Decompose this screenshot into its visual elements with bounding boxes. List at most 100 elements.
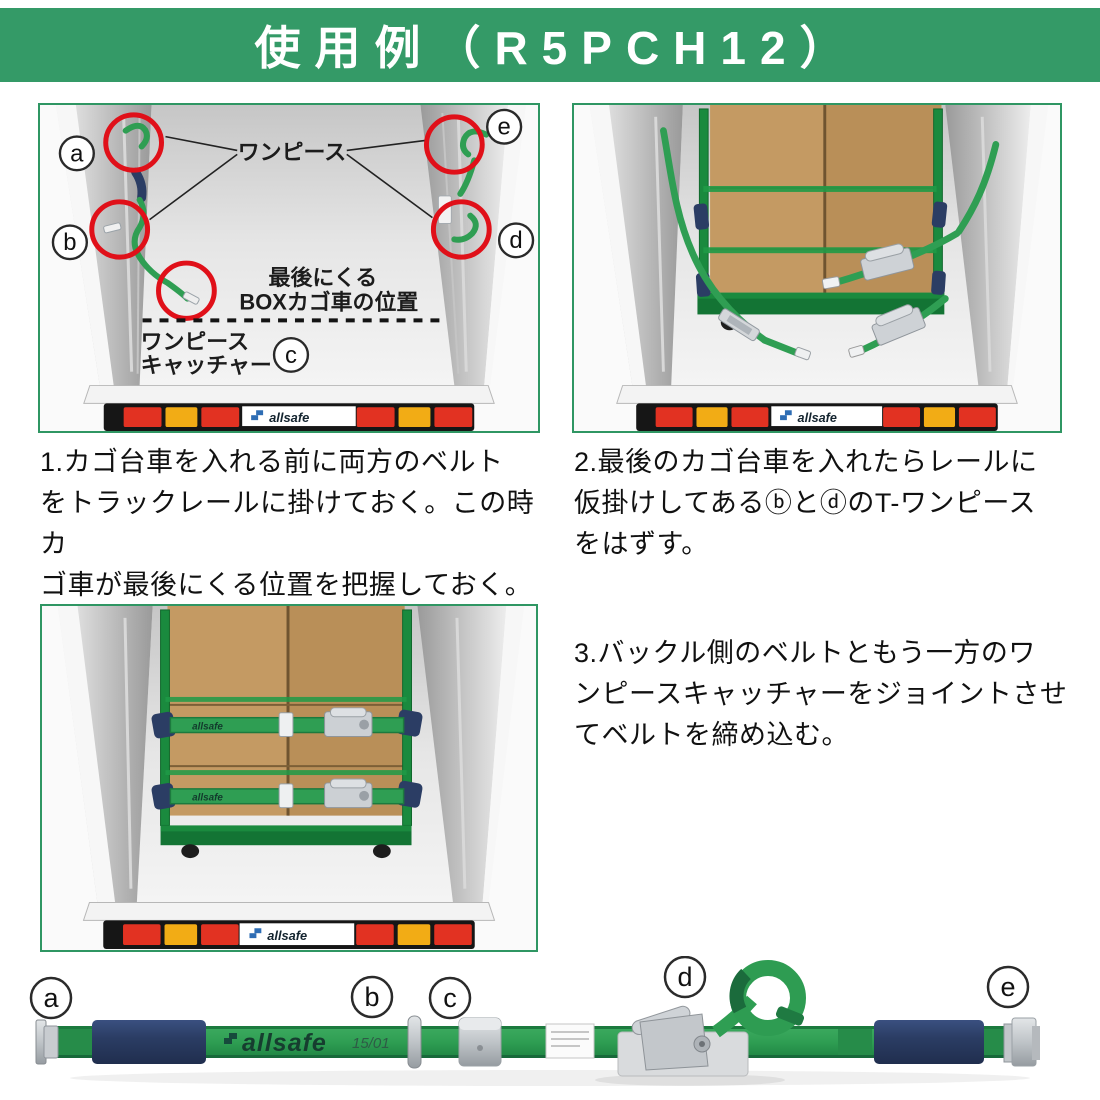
onepiece-label: ワンピース bbox=[238, 139, 346, 164]
svg-text:b: b bbox=[63, 229, 76, 256]
tightened-belt-upper: allsafe bbox=[151, 707, 423, 739]
cage-cart bbox=[693, 105, 948, 331]
catcher-line2: キャッチャー bbox=[141, 353, 272, 378]
belt-tpiece bbox=[278, 712, 294, 737]
point-label-a: a bbox=[58, 135, 95, 172]
caster-wheel-left bbox=[181, 844, 200, 859]
point-labels: a b c e d bbox=[51, 108, 535, 373]
sleeve-right bbox=[874, 1020, 984, 1064]
belt-ratchet bbox=[324, 707, 373, 737]
point-label-d: d bbox=[497, 222, 535, 259]
strap-illustration: allsafe 15/01 bbox=[29, 956, 1040, 1086]
belt-d bbox=[451, 212, 479, 243]
coiled-belt bbox=[729, 960, 806, 1036]
allsafe-logo-text: allsafe bbox=[269, 410, 309, 425]
right-belt-ratchet bbox=[860, 243, 915, 281]
right-belt-upper bbox=[955, 141, 1000, 235]
bumper-logo-plate: allsafe bbox=[239, 923, 355, 946]
caster-wheel-right bbox=[372, 844, 391, 859]
bumper-logo-plate: allsafe bbox=[771, 406, 883, 427]
truck-body: allsafe bbox=[55, 105, 527, 431]
sleeve-left bbox=[92, 1020, 206, 1064]
tail-lights-left bbox=[123, 407, 240, 428]
strap-label-b: b bbox=[350, 975, 394, 1019]
strap-label-a: a bbox=[29, 976, 73, 1020]
red-circle-b bbox=[89, 199, 151, 260]
step3-text: 3.バックル側のベルトともう一方のワ ンピースキャッチャーをジョイントさせ てベ… bbox=[574, 638, 1068, 750]
step1-text: 1.カゴ台車を入れる前に両方のベルト をトラックレールに掛けておく。この時カ ゴ… bbox=[40, 447, 535, 600]
cage-rail-lower bbox=[165, 770, 407, 776]
ratchet-body bbox=[639, 1013, 709, 1071]
belt-ratchet bbox=[324, 778, 373, 809]
red-callout-circles bbox=[89, 112, 492, 321]
belt-b-tpiece bbox=[103, 222, 122, 234]
truck-illustration-3: allsafe all bbox=[42, 606, 536, 950]
webbing-print: allsafe 15/01 bbox=[224, 1029, 390, 1057]
strap-label-d: d bbox=[663, 956, 707, 999]
svg-text:b: b bbox=[364, 982, 379, 1012]
svg-text:d: d bbox=[677, 962, 692, 992]
truck-floor bbox=[139, 105, 471, 386]
right-belt-hook bbox=[848, 344, 865, 358]
tail-lights-right bbox=[356, 924, 472, 946]
left-wall-rail bbox=[122, 116, 134, 372]
corner-pad-left bbox=[151, 711, 176, 739]
point-label-b: b bbox=[51, 224, 89, 261]
tailgate-edge bbox=[83, 385, 495, 404]
belt-a bbox=[122, 122, 150, 150]
strap-point-labels: a b c d e bbox=[29, 956, 1030, 1020]
info-label-tag bbox=[545, 1023, 595, 1059]
end-fitting-a bbox=[35, 1019, 59, 1065]
point-label-c: c bbox=[272, 336, 310, 373]
cage-rail-upper bbox=[165, 696, 407, 702]
strap-label-e: e bbox=[986, 965, 1030, 1009]
point-label-e: e bbox=[486, 108, 523, 145]
coil-end-tip bbox=[775, 1006, 805, 1026]
right-wall-rail bbox=[456, 116, 468, 372]
belt-print: allsafe bbox=[192, 793, 223, 804]
page-title: 使用例（R5PCH12） bbox=[254, 22, 860, 74]
webbing-code: 15/01 bbox=[352, 1035, 390, 1052]
position-note-line1: 最後にくる bbox=[269, 265, 378, 290]
figure-step1-truck: allsafe bbox=[38, 103, 540, 433]
svg-text:e: e bbox=[1000, 972, 1015, 1002]
corner-pad bbox=[693, 203, 710, 230]
tail-lights-left bbox=[123, 924, 239, 946]
red-circle-e bbox=[423, 114, 485, 175]
svg-text:c: c bbox=[285, 342, 297, 369]
strap-label-c: c bbox=[428, 976, 472, 1020]
corner-pad-left bbox=[151, 783, 176, 810]
strap-body: allsafe 15/01 bbox=[35, 960, 1040, 1077]
stitch-zone bbox=[838, 1029, 872, 1055]
end-fitting-e bbox=[1003, 1017, 1040, 1067]
svg-text:a: a bbox=[43, 983, 59, 1013]
belt-b bbox=[131, 196, 191, 302]
truck-illustration-1: allsafe bbox=[40, 105, 538, 431]
belt-c-catcher bbox=[182, 291, 200, 305]
belt-b-sleeve bbox=[131, 167, 147, 203]
cage-rail-lower bbox=[703, 247, 937, 254]
truck-illustration-2: allsafe bbox=[574, 105, 1060, 431]
tail-lights-right bbox=[883, 407, 996, 428]
catcher-line1: ワンピース bbox=[141, 329, 249, 354]
step2-text: 2.最後のカゴ台車を入れたらレールに 仮掛けしてあるⓑとⓓのT-ワンピース をは… bbox=[574, 447, 1038, 559]
catcher-note: ワンピース キャッチャー bbox=[141, 329, 272, 378]
svg-text:d: d bbox=[509, 227, 522, 254]
strap-shadow bbox=[70, 1070, 1030, 1086]
tightened-belt-lower: allsafe bbox=[151, 778, 423, 810]
tail-lights-right bbox=[356, 407, 473, 428]
red-circle-a bbox=[103, 112, 165, 173]
belt-print: allsafe bbox=[192, 722, 223, 733]
svg-text:c: c bbox=[443, 983, 457, 1013]
right-belt-tpiece bbox=[821, 276, 841, 290]
corner-pad bbox=[931, 270, 946, 295]
svg-text:a: a bbox=[70, 140, 84, 167]
product-strap-figure: allsafe 15/01 bbox=[0, 956, 1100, 1100]
allsafe-logo-mark bbox=[251, 415, 259, 421]
cage-rail-upper bbox=[703, 186, 937, 192]
webbing-brand: allsafe bbox=[242, 1029, 327, 1057]
left-belt-tensioner bbox=[718, 308, 760, 342]
title-banner: 使用例（R5PCH12） bbox=[0, 8, 1100, 82]
red-circle-d bbox=[430, 199, 492, 260]
